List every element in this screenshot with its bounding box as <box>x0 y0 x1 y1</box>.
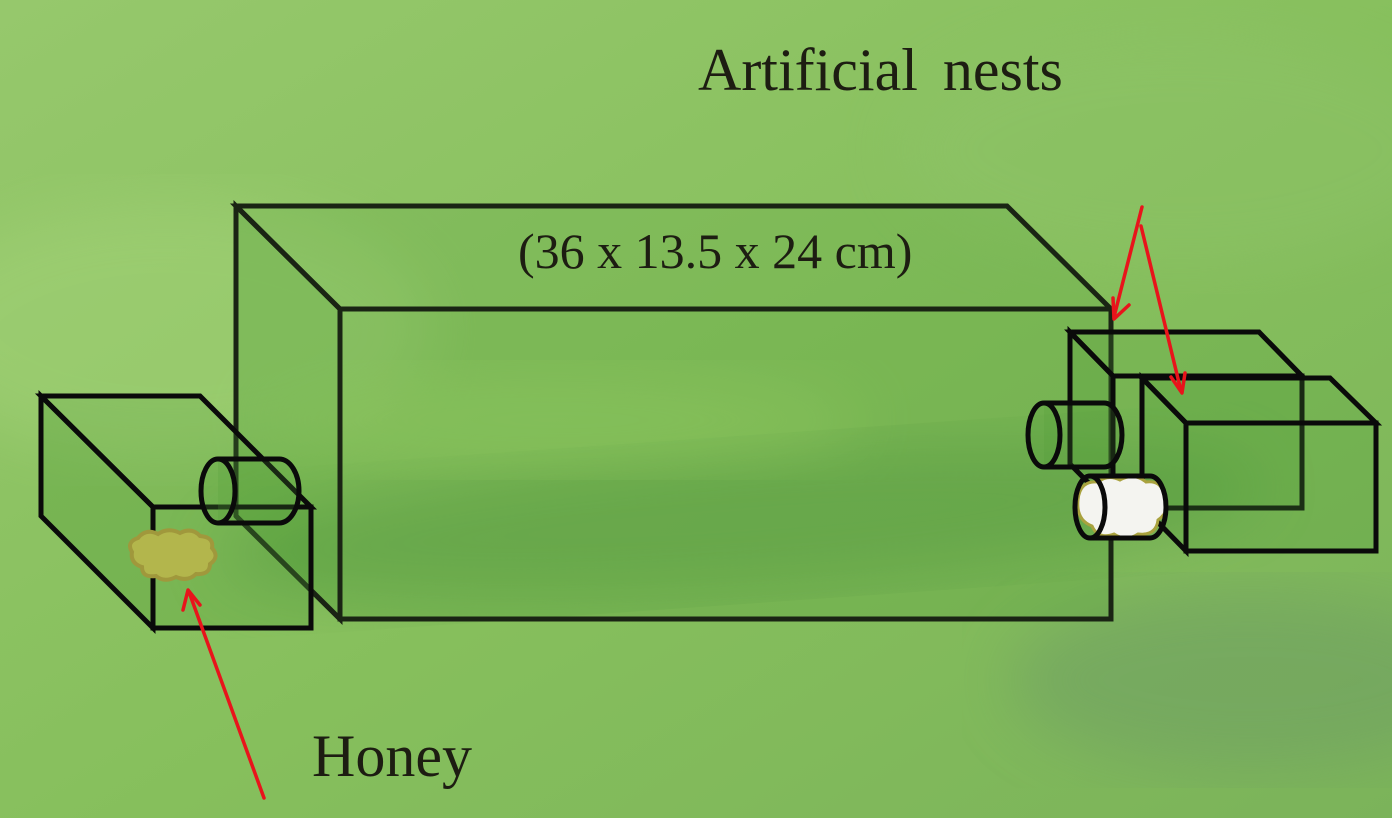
right-upper-tube <box>1025 400 1125 470</box>
artificial-nest-box-back <box>1064 325 1308 515</box>
central-chamber-box <box>229 200 1118 625</box>
left-connector-tube <box>198 456 302 526</box>
honey-label: Honey <box>312 723 472 789</box>
artificial-nests-label: Artificial nests <box>698 37 1063 103</box>
nest-pointer-arrows <box>1111 205 1187 395</box>
honey-pointer-arrow <box>181 588 266 800</box>
right-lower-tube <box>1072 473 1169 541</box>
honey-blob <box>128 528 218 582</box>
dimensions-label: (36 x 13.5 x 24 cm) <box>518 223 913 279</box>
artificial-nest-box-front <box>1136 371 1383 558</box>
